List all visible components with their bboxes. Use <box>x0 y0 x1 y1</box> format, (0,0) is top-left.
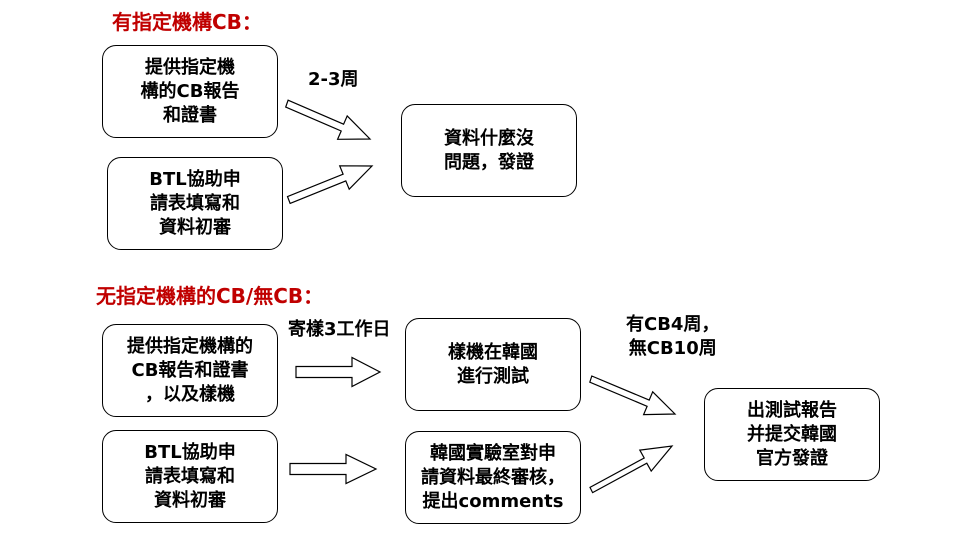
final-report-box: 出測試報告 并提交韓國 官方發證 <box>704 388 880 481</box>
btl-application-line-2: 請表填寫和 <box>150 192 240 214</box>
duration-label: 有CB4周， 無CB10周 <box>626 313 719 361</box>
lab-review-box: 韓國實驗室對申 請資料最終審核， 提出comments <box>405 431 581 524</box>
cb-report-line-3: 和證書 <box>163 104 217 126</box>
btl-application-box-2: BTL協助申 請表填寫和 資料初審 <box>102 430 278 523</box>
final-report-line-2: 并提交韓國 <box>747 423 837 445</box>
arrow-testing-to-final <box>589 375 677 416</box>
cb-report-line-2: 構的CB報告 <box>140 80 240 102</box>
sample-testing-line-1: 樣機在韓國 <box>448 341 538 363</box>
final-report-line-1: 出測試報告 <box>747 399 837 421</box>
btl-application-line-1: BTL協助申 <box>149 168 241 190</box>
arrow-lab-review-to-final <box>589 445 674 494</box>
sample-shipping-label: 寄樣3工作日 <box>288 319 391 340</box>
duration-2-3-weeks-label: 2-3周 <box>308 69 359 90</box>
final-report-line-3: 官方發證 <box>756 447 828 469</box>
duration-label-line-2: 無CB10周 <box>628 338 717 359</box>
cb-report-samples-line-3: ，以及樣機 <box>145 383 235 405</box>
sample-testing-box: 樣機在韓國 進行測試 <box>405 318 581 411</box>
result-line-1: 資料什麼沒 <box>444 127 534 149</box>
lab-review-line-1: 韓國實驗室對申 <box>430 442 556 464</box>
btl-application-2-line-3: 資料初審 <box>154 489 226 511</box>
cb-report-samples-line-1: 提供指定機構的 <box>127 335 253 357</box>
result-line-2: 問題，發證 <box>444 151 534 173</box>
lab-review-line-3: 提出comments <box>422 490 564 512</box>
btl-application-box: BTL協助申 請表填寫和 資料初審 <box>107 157 283 250</box>
section-with-cb-heading: 有指定機構CB： <box>112 10 262 34</box>
result-box: 資料什麼沒 問題，發證 <box>401 104 577 197</box>
cb-report-samples-box: 提供指定機構的 CB報告和證書 ，以及樣機 <box>102 324 278 417</box>
arrow-cb-report-to-result <box>284 99 372 140</box>
arrow-samples-to-testing <box>295 356 382 388</box>
cb-report-samples-line-2: CB報告和證書 <box>131 359 249 381</box>
arrow-btl-to-result <box>286 165 374 205</box>
sample-testing-line-2: 進行測試 <box>457 365 529 387</box>
cb-report-line-1: 提供指定機 <box>145 56 235 78</box>
btl-application-2-line-1: BTL協助申 <box>144 441 236 463</box>
lab-review-line-2: 請資料最終審核， <box>421 466 565 488</box>
duration-label-line-1: 有CB4周， <box>626 314 720 335</box>
arrow-btl-to-lab-review <box>289 453 378 485</box>
btl-application-2-line-2: 請表填寫和 <box>145 465 235 487</box>
cb-report-box: 提供指定機 構的CB報告 和證書 <box>102 45 278 138</box>
section-without-cb-heading: 无指定機構的CB/無CB： <box>96 284 324 308</box>
btl-application-line-3: 資料初審 <box>159 216 231 238</box>
